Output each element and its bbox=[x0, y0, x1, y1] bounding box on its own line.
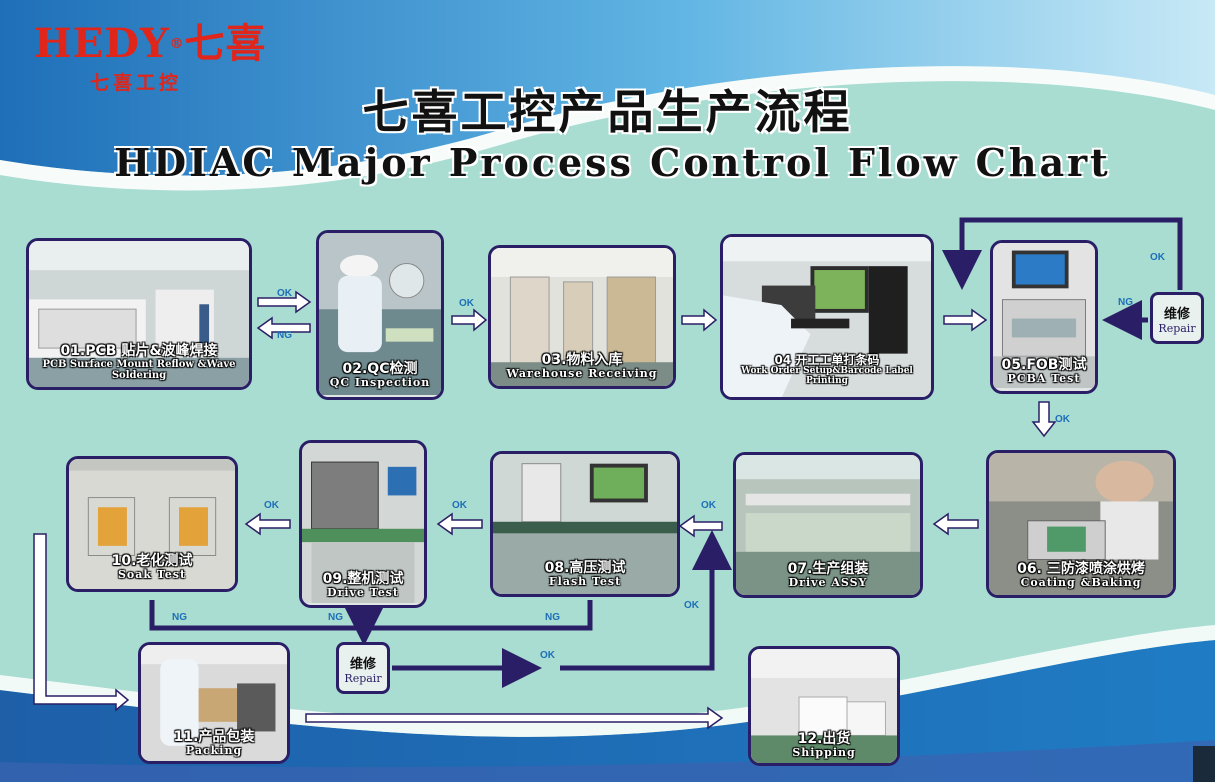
repair-box-fob: 维修 Repair bbox=[1150, 292, 1204, 344]
label-ok: OK bbox=[540, 650, 555, 661]
photo-assembly-line bbox=[736, 455, 920, 595]
label-ng: NG bbox=[328, 612, 343, 623]
step-11-caption: 11.产品包装 Packing bbox=[173, 728, 255, 757]
photo-smt-line bbox=[29, 241, 249, 387]
step-02-qc: 02.QC检测 QC Inspection bbox=[316, 230, 444, 400]
photo-pcba-tester bbox=[993, 243, 1095, 389]
label-ng: NG bbox=[277, 330, 292, 341]
label-ng: NG bbox=[172, 612, 187, 623]
step-03-caption: 03.物料入库 Warehouse Receiving bbox=[506, 351, 658, 380]
step-07-assembly: 07.生产组装 Drive ASSY bbox=[733, 452, 923, 598]
label-ok: OK bbox=[1055, 414, 1070, 425]
label-ok: OK bbox=[264, 500, 279, 511]
photo-packing bbox=[141, 645, 287, 761]
label-ok: OK bbox=[1150, 252, 1165, 263]
step-08-flash-test: 08.高压测试 Flash Test bbox=[490, 451, 680, 597]
step-06-caption: 06. 三防漆喷涂烘烤 Coating &Baking bbox=[1017, 560, 1145, 589]
step-04-caption: 04 开工工单打条码 Work Order Setup&Barcode Labe… bbox=[741, 353, 913, 387]
photo-flash-test bbox=[493, 454, 677, 594]
corner-decoration bbox=[1193, 746, 1215, 782]
title-chinese: 七喜工控产品生产流程 bbox=[362, 85, 853, 139]
step-10-caption: 10.老化测试 Soak Test bbox=[111, 552, 193, 581]
step-05-fob-test: 05.FOB测试 PCBA Test bbox=[990, 240, 1098, 394]
logo-subtitle: 七喜工控 bbox=[90, 72, 183, 94]
step-07-caption: 07.生产组装 Drive ASSY bbox=[787, 560, 869, 589]
step-11-packing: 11.产品包装 Packing bbox=[138, 642, 290, 764]
step-09-caption: 09.整机测试 Drive Test bbox=[322, 570, 404, 599]
step-04-work-order: 04 开工工单打条码 Work Order Setup&Barcode Labe… bbox=[720, 234, 934, 400]
photo-warehouse bbox=[491, 248, 673, 386]
step-10-soak-test: 10.老化测试 Soak Test bbox=[66, 456, 238, 592]
label-ok: OK bbox=[684, 600, 699, 611]
title-english: HDIAC Major Process Control Flow Chart bbox=[114, 140, 1111, 185]
photo-soak-chamber bbox=[69, 459, 235, 589]
step-03-warehouse: 03.物料入库 Warehouse Receiving bbox=[488, 245, 676, 389]
repair-box-test: 维修 Repair bbox=[336, 642, 390, 694]
step-05-caption: 05.FOB测试 PCBA Test bbox=[1001, 356, 1087, 385]
label-ng: NG bbox=[1118, 297, 1133, 308]
photo-barcode-printing bbox=[723, 237, 931, 397]
step-06-coating: 06. 三防漆喷涂烘烤 Coating &Baking bbox=[986, 450, 1176, 598]
step-02-caption: 02.QC检测 QC Inspection bbox=[329, 360, 431, 389]
step-09-drive-test: 09.整机测试 Drive Test bbox=[299, 440, 427, 608]
step-01-caption: 01.PCB 贴片&波峰焊接 PCB Surface Mount Reflow … bbox=[42, 342, 236, 381]
label-ok: OK bbox=[701, 500, 716, 511]
label-ok: OK bbox=[277, 288, 292, 299]
label-ok: OK bbox=[452, 500, 467, 511]
step-12-shipping: 12.出货 Shipping bbox=[748, 646, 900, 766]
label-ok: OK bbox=[459, 298, 474, 309]
step-12-caption: 12.出货 Shipping bbox=[792, 730, 856, 759]
label-ng: NG bbox=[545, 612, 560, 623]
step-08-caption: 08.高压测试 Flash Test bbox=[544, 559, 626, 588]
photo-shipping bbox=[751, 649, 897, 763]
photo-drive-test bbox=[302, 443, 424, 604]
logo-mark: HEDY®七喜 bbox=[34, 20, 267, 67]
step-01-smt: 01.PCB 贴片&波峰焊接 PCB Surface Mount Reflow … bbox=[26, 238, 252, 390]
photo-qc-inspection bbox=[319, 233, 441, 396]
photo-coating-baking bbox=[989, 453, 1173, 595]
company-logo: HEDY®七喜 七喜工控 bbox=[34, 20, 314, 95]
